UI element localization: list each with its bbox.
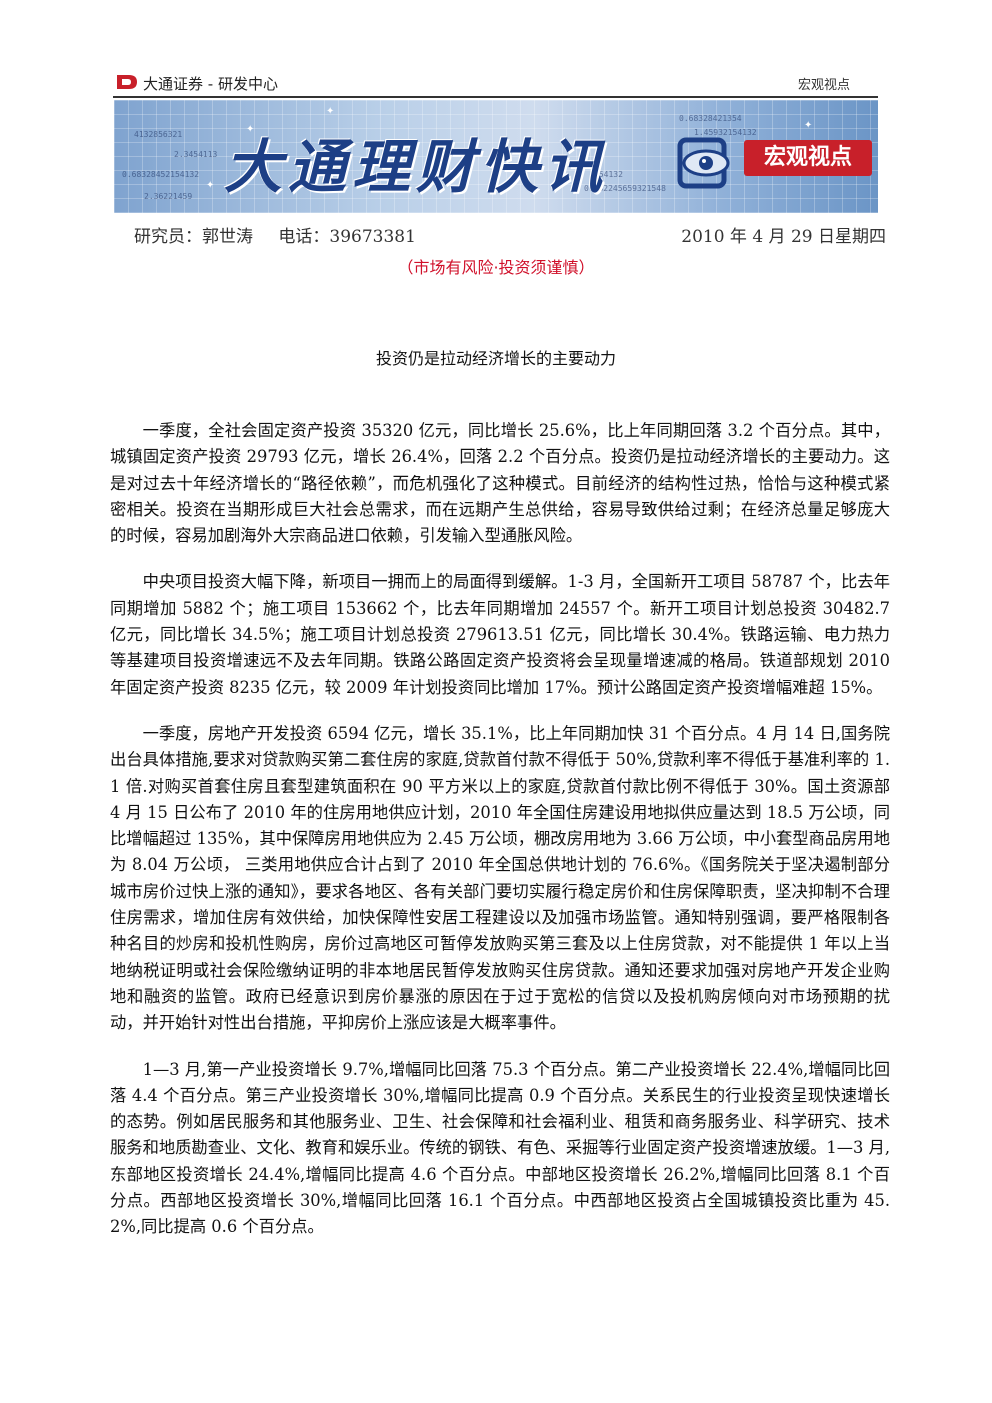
risk-notice: （市场有风险·投资须谨慎） — [397, 258, 595, 277]
macro-view-badge: 宏观视点 — [744, 140, 872, 176]
researcher-name: 研究员：郭世涛 — [134, 227, 253, 247]
sparkle-icon: ✦ — [804, 120, 813, 131]
banner-digits: 0.68328421354 — [679, 114, 742, 123]
researcher-phone: 电话：39673381 — [278, 227, 416, 247]
paragraph: 1—3 月,第一产业投资增长 9.7%,增幅同比回落 75.3 个百分点。第二产… — [110, 1059, 891, 1237]
banner-digits: 0.682245659321548 — [584, 184, 666, 193]
datong-logo-icon — [117, 75, 137, 89]
page-header: 大通证券 - 研发中心 宏观视点 — [113, 68, 878, 98]
sparkle-icon: ✦ — [246, 124, 255, 135]
banner-digits: 4132856321 — [134, 130, 183, 139]
sparkle-icon: ✦ — [326, 106, 335, 117]
article-body: 一季度，全社会固定资产投资 35320 亿元，同比增长 25.6%，比上年同期回… — [110, 418, 890, 1261]
banner-digits: 1.45932154132 — [694, 128, 757, 137]
banner-digits: 154132 — [594, 170, 623, 179]
eye-emblem-icon — [677, 137, 730, 189]
report-category: 宏观视点 — [797, 78, 850, 93]
article-title: 投资仍是拉动经济增长的主要动力 — [375, 349, 616, 368]
banner-digits: 2.3454113 — [174, 150, 218, 159]
banner-digits: 2.36221459 — [144, 192, 193, 201]
paragraph: 中央项目投资大幅下降，新项目一拥而上的局面得到缓解。1-3 月，全国新开工项目 … — [110, 572, 890, 697]
sparkle-icon: ✦ — [206, 180, 215, 191]
banner-title: 大通理财快讯 — [224, 133, 609, 201]
org-name: 大通证券 - 研发中心 — [143, 75, 278, 93]
header-divider — [113, 96, 878, 98]
banner-digits: 0.68328452154132 — [122, 170, 200, 179]
paragraph: 一季度，全社会固定资产投资 35320 亿元，同比增长 25.6%，比上年同期回… — [110, 421, 890, 546]
paragraph: 一季度，房地产开发投资 6594 亿元，增长 35.1%，比上年同期加快 31 … — [110, 723, 890, 1033]
report-banner: 0.68328452154132 4132856321 2.36221459 1… — [114, 100, 878, 213]
author-info: 研究员：郭世涛 电话：39673381 — [134, 222, 436, 247]
report-date: 2010 年 4 月 29 日星期四 — [681, 227, 886, 247]
